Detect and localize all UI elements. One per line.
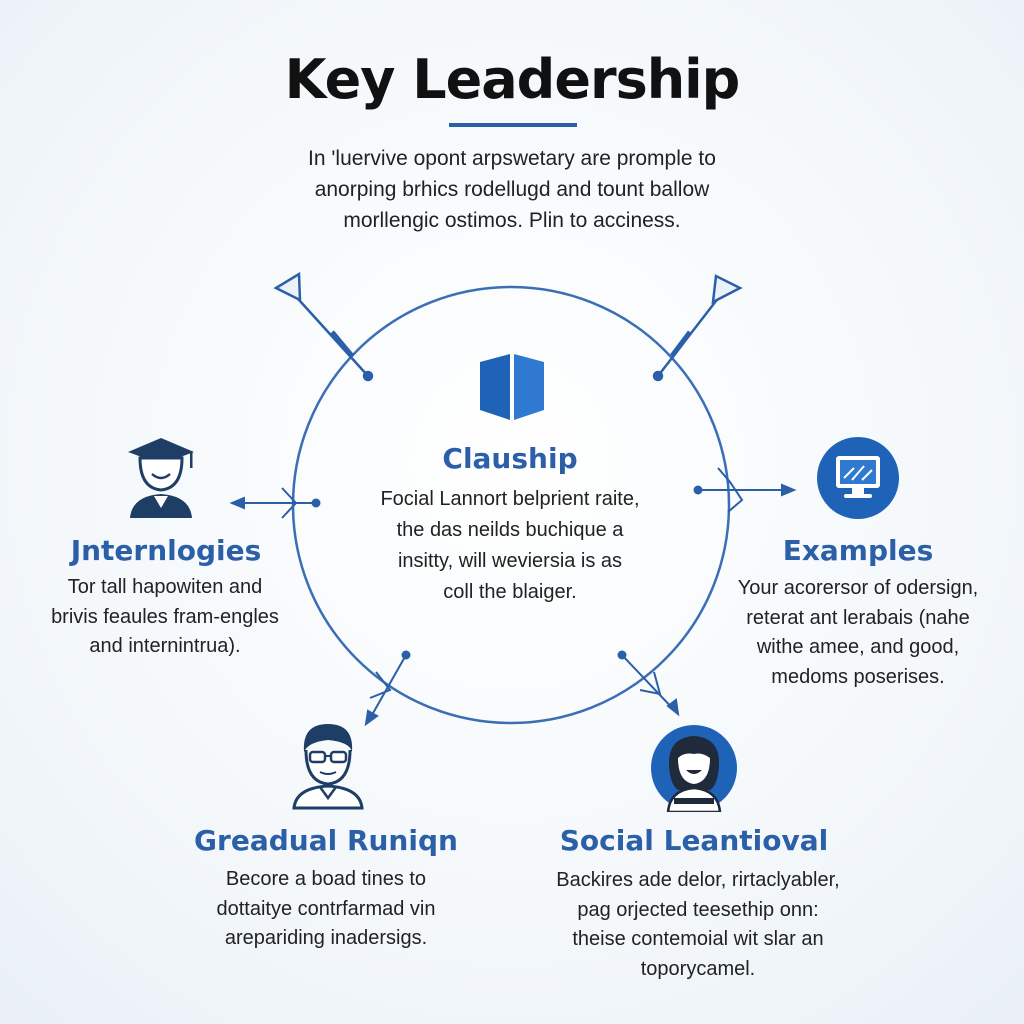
node-title-bottom-right: Social Leantioval	[559, 824, 829, 857]
node-line: Becore a boad tines to	[225, 868, 427, 890]
node-line: theise contemoial wit slar an	[572, 928, 824, 950]
page-title: Key Leadership	[284, 48, 741, 111]
node-description-right: Your acorersor of odersign, reterat ant …	[722, 574, 994, 692]
node-line: Your acorersor of odersign,	[737, 577, 979, 599]
person-glasses-icon	[292, 724, 364, 810]
connector-right	[693, 467, 797, 513]
node-line: medoms poserises.	[771, 665, 945, 688]
node-line: reterat ant lerabais (nahe	[746, 606, 970, 629]
node-line: toporycamel.	[640, 957, 756, 980]
node-description-bottom-left: Becore a boad tines to dottaitye contrfa…	[190, 865, 462, 954]
center-line: the das neilds buchique a	[396, 519, 624, 541]
connector-bottom-right	[617, 650, 680, 717]
pin-top-left	[273, 271, 374, 382]
center-line: insitty, will weviersia is as	[397, 550, 623, 572]
center-description: Focial Lannort belprient raite, the das …	[350, 484, 670, 608]
center-line: Focial Lannort belprient raite,	[380, 488, 640, 510]
monitor-icon	[817, 437, 899, 519]
center-title: Clauship	[442, 442, 578, 475]
node-line: arepariding inadersigs.	[224, 927, 428, 949]
node-line: dottaitye contrfarmad vin	[216, 897, 436, 920]
graduate-icon	[128, 438, 194, 518]
node-line: withe amee, and good,	[756, 636, 960, 658]
intro-line: In 'luervive opont arpswetary are prompl…	[308, 147, 716, 170]
intro-paragraph: In 'luervive opont arpswetary are prompl…	[262, 143, 762, 236]
title-underline	[449, 123, 577, 127]
node-title-bottom-left: Greadual Runiqn	[194, 824, 458, 857]
node-line: Backires ade delor, rirtaclyabler,	[556, 869, 840, 891]
woman-avatar-icon	[651, 725, 737, 812]
node-line: and internintrua).	[89, 635, 241, 657]
intro-line: morllengic ostimos. Plin to acciness.	[343, 209, 681, 232]
connector-bottom-left	[364, 650, 411, 727]
node-description-bottom-right: Backires ade delor, rirtaclyabler, pag o…	[532, 866, 864, 984]
node-line: brivis feaules fram-engles	[51, 605, 279, 628]
intro-line: anorping brhics rodellugd and tount ball…	[314, 178, 710, 201]
node-title-left: Jnternlogies	[70, 534, 262, 567]
connector-left	[229, 487, 321, 519]
node-title-right: Examples	[782, 534, 934, 567]
book-icon	[480, 354, 544, 420]
pin-top-right	[652, 274, 743, 382]
node-line: Tor tall hapowiten and	[67, 576, 263, 598]
node-description-left: Tor tall hapowiten and brivis feaules fr…	[30, 573, 300, 662]
node-line: pag orjected teesethip onn:	[577, 898, 819, 921]
center-line: coll the blaiger.	[443, 581, 577, 603]
